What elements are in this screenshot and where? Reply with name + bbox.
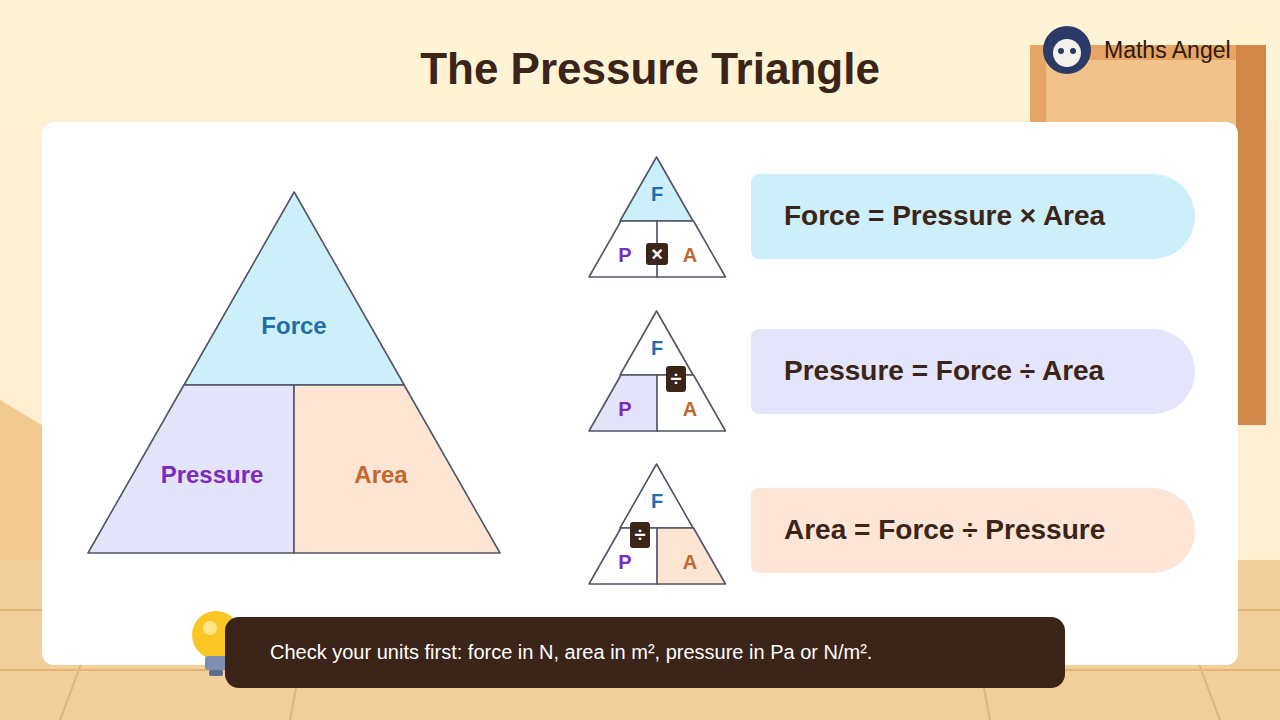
formula-text: Check your units first: force in N, area… [270,641,872,664]
quantity-label: Pressure [161,461,264,489]
quantity-label: A [683,398,697,421]
formula-pill: Force = Pressure × Area [751,174,1195,259]
operator-symbol: ÷ [635,524,646,547]
force-cell: F [620,157,693,221]
quantity-label: A [683,244,697,267]
operator-symbol: × [651,243,663,266]
area-cell: A [657,528,726,584]
pressure-section: Pressure [88,385,294,553]
formula-text: Force = Pressure × Area [784,200,1105,232]
formula-text: Pressure = Force ÷ Area [784,355,1104,387]
pressure-cell: P [589,375,658,431]
force-section: Force [184,192,404,385]
quantity-label: F [651,490,663,513]
formula-pill: Pressure = Force ÷ Area [751,329,1195,414]
quantity-label: P [618,551,631,574]
operator-badge: ÷ [666,366,686,392]
formula-pill: Area = Force ÷ Pressure [751,488,1195,573]
operator-badge: ÷ [630,522,650,548]
page-title: The Pressure Triangle [0,44,1280,94]
quantity-label: A [683,551,697,574]
quantity-label: F [651,337,663,360]
section-shape [184,192,404,385]
area-section: Area [294,385,500,553]
formula-text: Area = Force ÷ Pressure [784,514,1105,546]
quantity-label: Force [261,312,326,340]
operator-symbol: ÷ [671,368,682,391]
quantity-label: Area [354,461,407,489]
brand-logo-text: Maths Angel [1104,37,1231,64]
quantity-label: F [651,183,663,206]
tip-bar: Check your units first: force in N, area… [225,617,1065,688]
quantity-label: P [618,398,631,421]
force-cell: F [620,464,693,528]
operator-badge: × [646,243,668,265]
quantity-label: P [618,244,631,267]
